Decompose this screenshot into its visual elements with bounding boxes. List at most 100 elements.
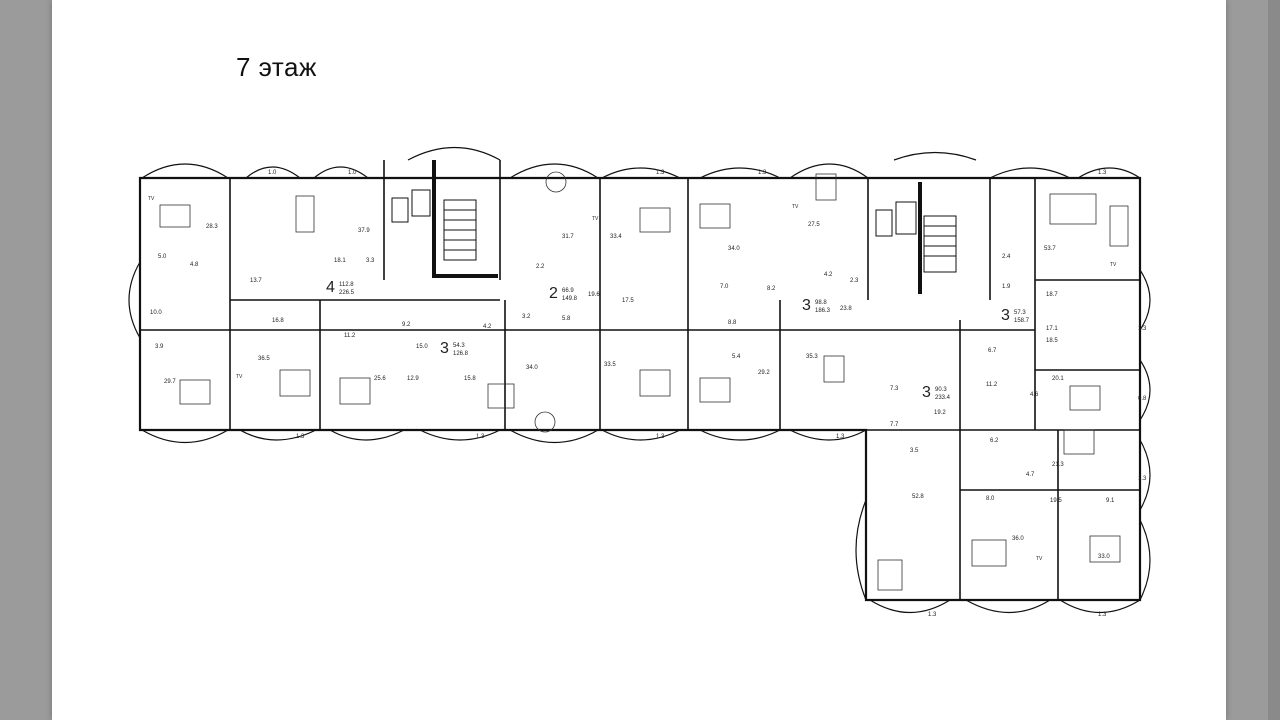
apt-3a-rooms: 3 bbox=[440, 340, 449, 357]
apt-2-total: 149.8 bbox=[562, 296, 578, 302]
room-area: 27.5 bbox=[808, 222, 820, 228]
tv-label: TV bbox=[792, 204, 799, 210]
apt-3c-rooms: 3 bbox=[1001, 307, 1010, 324]
room-area: 5.4 bbox=[732, 354, 741, 360]
room-area: 2.2 bbox=[536, 264, 545, 270]
room-area: 28.3 bbox=[206, 224, 218, 230]
room-area: 18.5 bbox=[1046, 338, 1058, 344]
tv-label: TV bbox=[236, 374, 243, 380]
room-area: 6.2 bbox=[990, 438, 999, 444]
tv-label: TV bbox=[592, 216, 599, 222]
table-icon bbox=[815, 173, 837, 201]
room-area: 17.1 bbox=[1046, 326, 1058, 332]
apt-2-rooms: 2 bbox=[549, 285, 558, 302]
balcony-area: 1.3 bbox=[656, 170, 665, 176]
tv-label: TV bbox=[1036, 556, 1043, 562]
room-area: 19.5 bbox=[1050, 498, 1062, 504]
room-area: 34.0 bbox=[728, 246, 740, 252]
room-area: 10.0 bbox=[150, 310, 162, 316]
apt-3b-total: 186.3 bbox=[815, 308, 831, 314]
room-area: 5.0 bbox=[158, 254, 167, 260]
bed-icon bbox=[1069, 385, 1101, 411]
room-area: 4.2 bbox=[483, 324, 492, 330]
sofa-icon bbox=[1049, 193, 1097, 225]
balcony-area: 1.0 bbox=[268, 170, 277, 176]
room-area: 4.2 bbox=[824, 272, 833, 278]
bed-icon bbox=[179, 379, 211, 405]
balcony-area: 1.3 bbox=[656, 434, 665, 440]
room-area: 8.2 bbox=[767, 286, 776, 292]
balcony-area: 1.3 bbox=[1138, 326, 1147, 332]
bed-icon bbox=[1063, 429, 1095, 455]
apt-3d-living: 90.3 bbox=[935, 387, 947, 393]
balcony-area: 1.3 bbox=[928, 612, 937, 618]
room-area: 36.0 bbox=[1012, 536, 1024, 542]
balcony-area: 1.3 bbox=[296, 434, 305, 440]
balcony-labels: 1.0 1.0 1.3 1.3 1.3 1.3 1.3 1.3 1.3 1.3 … bbox=[268, 170, 1147, 618]
room-area: 36.5 bbox=[258, 356, 270, 362]
apt-4-living: 112.8 bbox=[339, 282, 354, 288]
room-area: 15.0 bbox=[416, 344, 428, 350]
room-area: 35.3 bbox=[806, 354, 818, 360]
room-area: 11.2 bbox=[986, 382, 998, 388]
apt-3a-total: 126.8 bbox=[453, 351, 469, 357]
balcony-area: 1.3 bbox=[476, 434, 485, 440]
bed-icon bbox=[639, 207, 671, 233]
room-area: 3.3 bbox=[366, 258, 375, 264]
room-area: 4.6 bbox=[1030, 392, 1039, 398]
room-area: 23.8 bbox=[840, 306, 852, 312]
viewer-scrollbar[interactable] bbox=[1268, 0, 1280, 720]
outer-walls bbox=[138, 176, 1142, 602]
apt-3d-rooms: 3 bbox=[922, 384, 931, 401]
apartment-labels: 4 112.8 226.5 2 66.9 149.8 3 54.3 126.8 … bbox=[326, 279, 1030, 401]
bed-icon bbox=[279, 369, 311, 397]
stair-steps bbox=[391, 189, 957, 273]
apt-3c-living: 57.3 bbox=[1014, 310, 1026, 316]
table-icon bbox=[1109, 205, 1129, 247]
bed-icon bbox=[487, 383, 515, 409]
room-area: 8.0 bbox=[986, 496, 995, 502]
room-area: 12.9 bbox=[407, 376, 419, 382]
room-area: 29.7 bbox=[164, 379, 176, 385]
apt-3a-living: 54.3 bbox=[453, 343, 465, 349]
room-area: 11.2 bbox=[344, 333, 356, 339]
apt-3c-total: 158.7 bbox=[1014, 318, 1030, 324]
bed-icon bbox=[971, 539, 1007, 567]
balcony-area: 1.3 bbox=[1098, 612, 1107, 618]
room-area: 2.3 bbox=[850, 278, 859, 284]
apt-3b-living: 98.8 bbox=[815, 300, 827, 306]
bed-icon bbox=[159, 204, 191, 228]
tv-label: TV bbox=[148, 196, 155, 202]
room-area: 19.2 bbox=[934, 410, 946, 416]
staircases bbox=[432, 160, 922, 294]
apt-4-rooms: 4 bbox=[326, 279, 335, 296]
room-area-labels: 28.3 5.0 4.8 10.0 3.9 29.7 13.7 16.8 36.… bbox=[150, 222, 1147, 560]
room-area: 9.1 bbox=[1106, 498, 1115, 504]
room-area: 29.2 bbox=[758, 370, 770, 376]
room-area: 4.8 bbox=[190, 262, 199, 268]
table-icon bbox=[877, 559, 903, 591]
tv-labels: TV TV TV TV TV TV bbox=[148, 196, 1117, 562]
floor-title: 7 этаж bbox=[236, 52, 317, 82]
table-icon bbox=[545, 171, 567, 193]
room-area: 8.8 bbox=[728, 320, 737, 326]
room-area: 34.0 bbox=[526, 365, 538, 371]
room-area: 7.3 bbox=[890, 386, 899, 392]
room-area: 16.8 bbox=[272, 318, 284, 324]
room-area: 37.9 bbox=[358, 228, 370, 234]
room-area: 18.7 bbox=[1046, 292, 1058, 298]
room-area: 33.4 bbox=[610, 234, 622, 240]
room-area: 33.5 bbox=[604, 362, 616, 368]
room-area: 2.4 bbox=[1002, 254, 1011, 260]
apt-4-total: 226.5 bbox=[339, 290, 355, 296]
apt-3d-total: 233.4 bbox=[935, 395, 951, 401]
room-area: 15.8 bbox=[464, 376, 476, 382]
table-icon bbox=[295, 195, 315, 233]
room-area: 17.5 bbox=[622, 298, 634, 304]
room-area: 13.7 bbox=[250, 278, 262, 284]
room-area: 21.3 bbox=[1052, 462, 1064, 468]
room-area: 0.8 bbox=[1138, 396, 1147, 402]
bed-icon bbox=[1089, 535, 1121, 563]
room-area: 53.7 bbox=[1044, 246, 1056, 252]
